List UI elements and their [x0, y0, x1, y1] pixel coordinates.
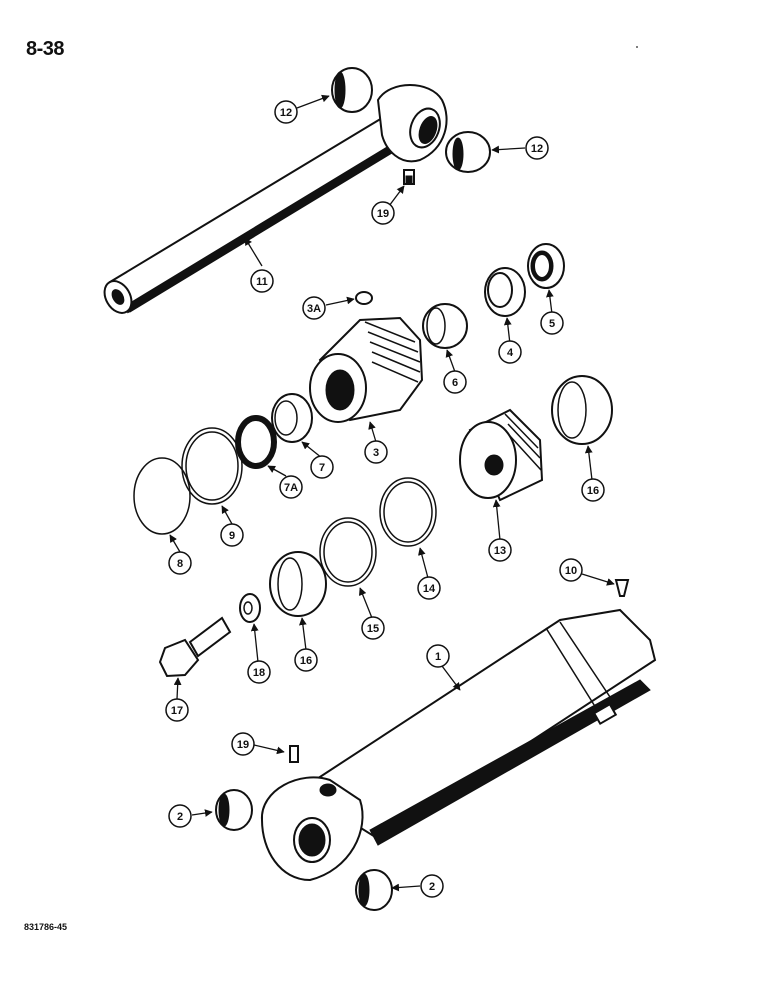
bushing-lower-right	[355, 869, 393, 911]
callout-2-right: 2	[420, 874, 444, 898]
svg-text:19: 19	[377, 208, 389, 220]
svg-text:13: 13	[494, 545, 506, 557]
callout-7a: 7A	[279, 475, 303, 499]
svg-text:7: 7	[319, 462, 325, 474]
cylinder-head	[309, 316, 424, 423]
callout-3: 3	[364, 440, 388, 464]
piston	[459, 408, 544, 502]
bolt	[158, 616, 232, 678]
callout-4: 4	[498, 340, 522, 364]
svg-text:16: 16	[300, 655, 312, 667]
callout-19-lower: 19	[231, 732, 255, 756]
wear-ring-16-lower	[269, 551, 327, 617]
leader-lines	[169, 94, 615, 892]
callout-12-upper-left: 12	[274, 100, 298, 124]
svg-text:12: 12	[531, 143, 543, 155]
page-number: 8-38	[26, 38, 65, 60]
svg-text:15: 15	[367, 623, 379, 635]
bushing-upper-left	[331, 67, 373, 113]
piston-rod	[103, 84, 448, 314]
svg-text:12: 12	[280, 107, 292, 119]
svg-text:16: 16	[587, 485, 599, 497]
wear-ring-6	[422, 303, 468, 349]
callout-2-left: 2	[168, 804, 192, 828]
seal-4	[484, 267, 526, 317]
svg-text:17: 17	[171, 705, 183, 717]
svg-text:3: 3	[373, 447, 379, 459]
backup-ring-9	[181, 427, 243, 505]
speck	[636, 46, 638, 48]
drawing-code: 831786-45	[24, 922, 68, 932]
svg-text:6: 6	[452, 377, 458, 389]
callout-15: 15	[361, 616, 385, 640]
callout-10: 10	[559, 558, 583, 582]
svg-text:4: 4	[507, 347, 514, 359]
grease-fitting-upper	[403, 169, 415, 185]
wiper-5	[527, 243, 565, 289]
callout-1: 1	[426, 644, 450, 668]
seal-14	[379, 477, 437, 547]
callout-13: 13	[488, 538, 512, 562]
svg-text:11: 11	[256, 276, 268, 288]
washer-18	[239, 593, 261, 623]
callout-14: 14	[417, 576, 441, 600]
bushing-lower-left	[215, 789, 253, 831]
svg-text:9: 9	[229, 530, 235, 542]
svg-text:1: 1	[435, 651, 441, 663]
svg-text:8: 8	[177, 558, 183, 570]
svg-text:3A: 3A	[307, 303, 321, 315]
callout-16-lower: 16	[294, 648, 318, 672]
svg-text:14: 14	[423, 583, 436, 595]
svg-text:18: 18	[253, 667, 265, 679]
callout-7: 7	[310, 455, 334, 479]
callout-3a: 3A	[302, 296, 326, 320]
svg-text:10: 10	[565, 565, 577, 577]
cylinder-barrel	[260, 608, 657, 882]
callout-17: 17	[165, 698, 189, 722]
backup-ring-7	[271, 393, 313, 443]
svg-text:5: 5	[549, 318, 555, 330]
callout-6: 6	[443, 370, 467, 394]
bushing-upper-right	[445, 131, 491, 173]
callout-5: 5	[540, 311, 564, 335]
seal-7a	[235, 415, 277, 469]
callout-18: 18	[247, 660, 271, 684]
callout-8: 8	[168, 551, 192, 575]
callouts: 12 12 19 11 3A 4 5 6 3 7 7A 9 8 16 13 14…	[165, 100, 605, 898]
callout-11: 11	[250, 269, 274, 293]
svg-text:2: 2	[429, 881, 435, 893]
o-ring-8	[133, 457, 191, 535]
svg-text:19: 19	[237, 739, 249, 751]
callout-9: 9	[220, 523, 244, 547]
callout-19-upper: 19	[371, 201, 395, 225]
grease-fitting-10	[614, 579, 630, 597]
plug	[355, 291, 373, 305]
callout-12-upper-right: 12	[525, 136, 549, 160]
callout-16-upper: 16	[581, 478, 605, 502]
svg-text:2: 2	[177, 811, 183, 823]
svg-text:7A: 7A	[284, 482, 298, 494]
seal-15	[319, 517, 377, 587]
wear-ring-16-upper	[551, 375, 613, 445]
